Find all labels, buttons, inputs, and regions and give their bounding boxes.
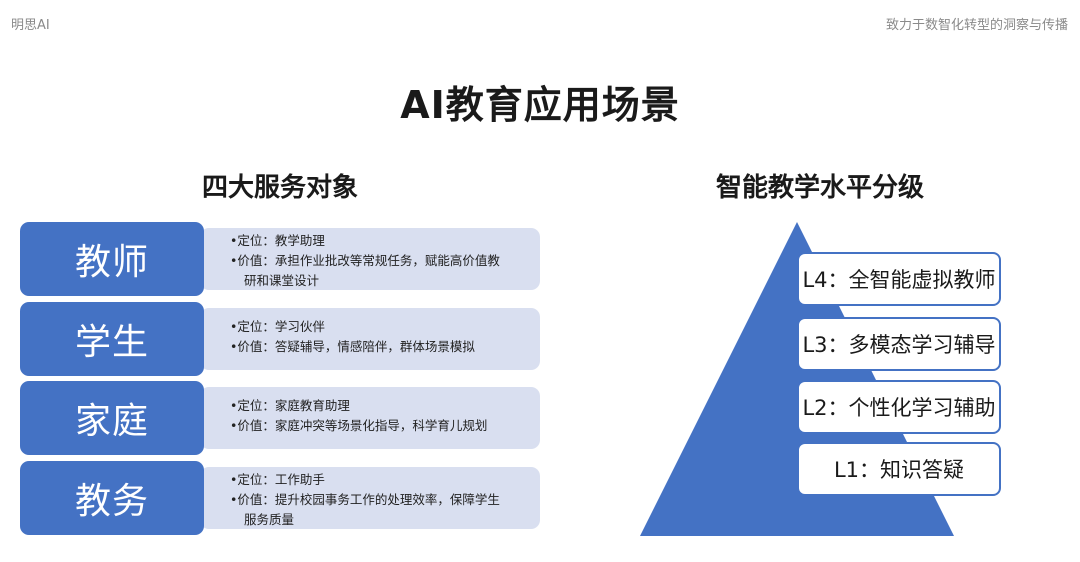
- service-description: •定位：家庭教育助理 •价值：家庭冲突等场景化指导，科学育儿规划: [200, 387, 540, 449]
- service-role: •定位：工作助手: [230, 472, 325, 487]
- levels-title: 智能教学水平分级: [715, 173, 924, 203]
- service-value-cont: 服务质量: [244, 512, 295, 527]
- level-l3: L3：多模态学习辅导: [797, 317, 1001, 371]
- service-row-admin: 教务 •定位：工作助手 •价值：提升校园事务工作的处理效率，保障学生 服务质量: [20, 461, 542, 535]
- service-role: •定位：学习伙伴: [230, 319, 325, 334]
- level-l1: L1：知识答疑: [797, 442, 1001, 496]
- service-description: •定位：学习伙伴 •价值：答疑辅导，情感陪伴，群体场景模拟: [200, 308, 540, 370]
- service-value: •价值：提升校园事务工作的处理效率，保障学生: [230, 492, 500, 507]
- service-row-teacher: 教师 •定位：教学助理 •价值：承担作业批改等常规任务，赋能高价值教 研和课堂设…: [20, 222, 542, 296]
- service-name: 教师: [20, 222, 204, 296]
- service-value: •价值：答疑辅导，情感陪伴，群体场景模拟: [230, 339, 475, 354]
- level-l4: L4：全智能虚拟教师: [797, 252, 1001, 306]
- service-role: •定位：家庭教育助理: [230, 398, 350, 413]
- brand-name: 明思AI: [11, 18, 50, 33]
- service-role: •定位：教学助理: [230, 233, 325, 248]
- tagline: 致力于数智化转型的洞察与传播: [885, 18, 1068, 33]
- service-name: 学生: [20, 302, 204, 376]
- service-name: 家庭: [20, 381, 204, 455]
- service-description: •定位：教学助理 •价值：承担作业批改等常规任务，赋能高价值教 研和课堂设计: [200, 228, 540, 290]
- level-l2: L2：个性化学习辅助: [797, 380, 1001, 434]
- service-value: •价值：家庭冲突等场景化指导，科学育儿规划: [230, 418, 488, 433]
- service-description: •定位：工作助手 •价值：提升校园事务工作的处理效率，保障学生 服务质量: [200, 467, 540, 529]
- service-value-cont: 研和课堂设计: [244, 273, 320, 288]
- services-title: 四大服务对象: [201, 173, 358, 203]
- service-row-student: 学生 •定位：学习伙伴 •价值：答疑辅导，情感陪伴，群体场景模拟: [20, 302, 542, 376]
- service-value: •价值：承担作业批改等常规任务，赋能高价值教: [230, 253, 500, 268]
- service-row-family: 家庭 •定位：家庭教育助理 •价值：家庭冲突等场景化指导，科学育儿规划: [20, 381, 542, 455]
- service-name: 教务: [20, 461, 204, 535]
- page-title: AI教育应用场景: [400, 83, 680, 127]
